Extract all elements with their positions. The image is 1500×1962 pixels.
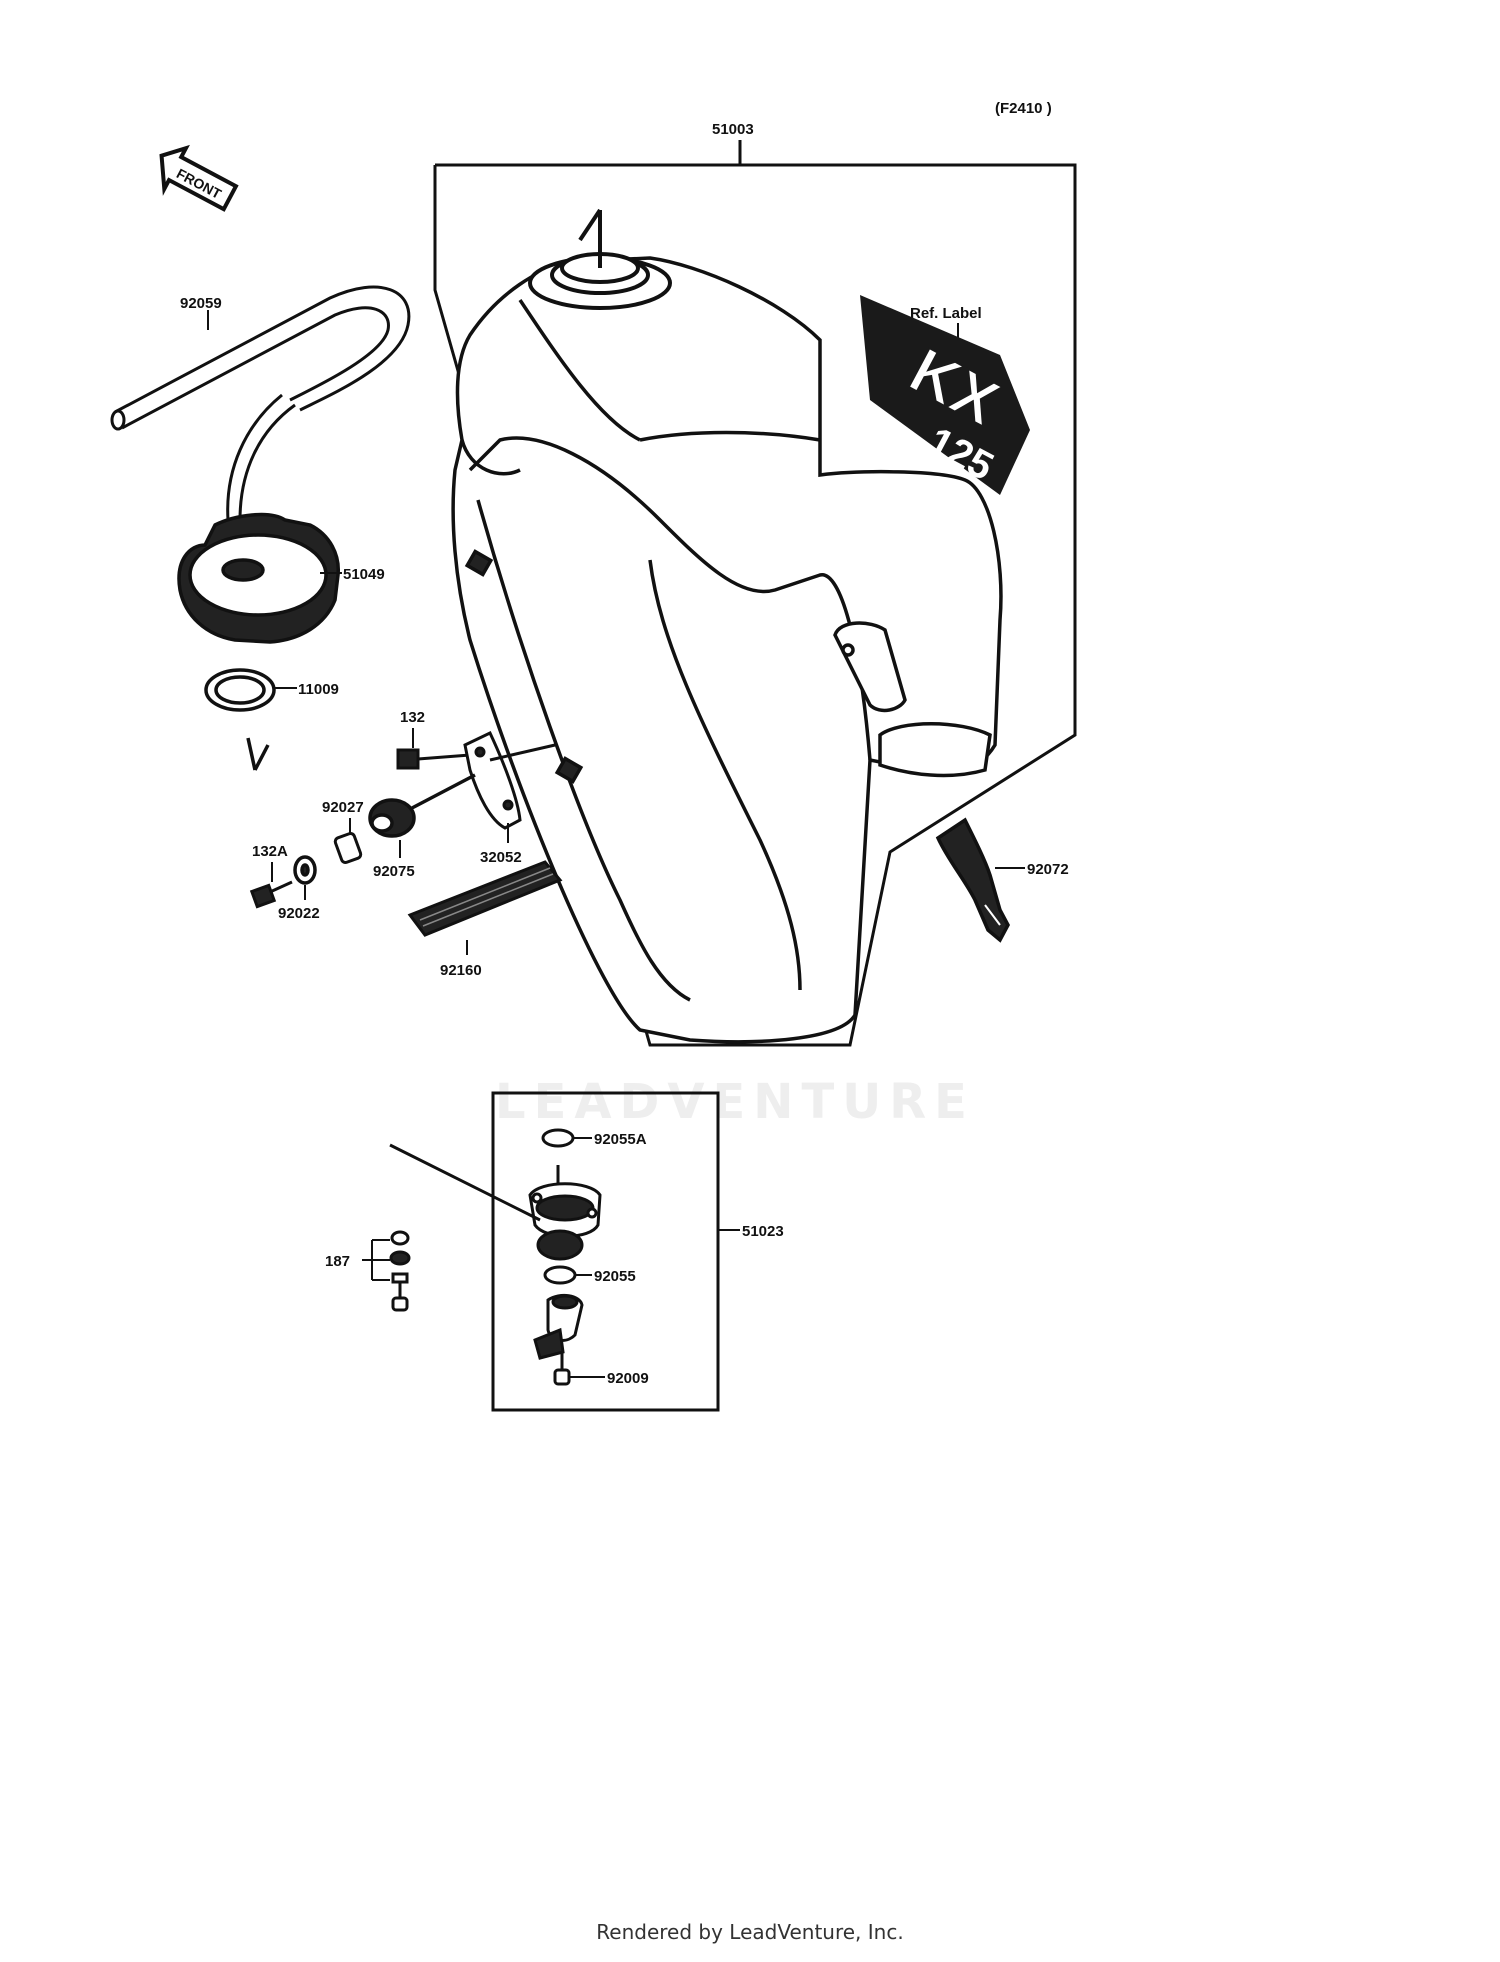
- strap-92072: [935, 817, 1010, 943]
- breather-hose: [110, 285, 411, 522]
- label-51003: 51003: [712, 121, 754, 138]
- pad-92160: [407, 860, 563, 937]
- label-92009: 92009: [607, 1370, 649, 1387]
- label-32052: 32052: [480, 849, 522, 866]
- bolt-132: [396, 748, 471, 770]
- label-51023: 51023: [742, 1223, 784, 1240]
- label-132: 132: [400, 709, 425, 726]
- screw-92009: [553, 1352, 571, 1386]
- oring-92055: [543, 1265, 577, 1285]
- label-92075: 92075: [373, 863, 415, 880]
- bracket-187: [362, 1239, 390, 1281]
- fuel-cock-body: [528, 1165, 602, 1261]
- oring-92055A: [541, 1128, 575, 1148]
- label-92059: 92059: [180, 295, 222, 312]
- fuel-cock-callout-frame: [491, 1091, 720, 1412]
- filler-neck: [528, 208, 672, 310]
- collar-92027: [333, 831, 363, 865]
- screws-187: [389, 1143, 541, 1312]
- bolt-132A: [249, 880, 293, 909]
- watermark: LEADVENTURE: [495, 1074, 975, 1130]
- fuel-cock-lever: [533, 1293, 584, 1360]
- label-92027: 92027: [322, 799, 364, 816]
- footer-credit: Rendered by LeadVenture, Inc.: [596, 1920, 904, 1944]
- bracket-32052: [463, 730, 556, 830]
- ref-label-text: Ref. Label: [910, 305, 982, 322]
- front-arrow-icon: FRONT: [159, 144, 239, 212]
- label-187: 187: [325, 1253, 350, 1270]
- diagram-code: (F2410 ): [995, 100, 1052, 117]
- damper-92075: [368, 773, 476, 838]
- label-92072: 92072: [1027, 861, 1069, 878]
- washer-92022: [293, 855, 317, 885]
- label-11009: 11009: [298, 681, 339, 698]
- label-92055: 92055: [594, 1268, 636, 1285]
- label-51049: 51049: [343, 566, 385, 583]
- label-92022: 92022: [278, 905, 320, 922]
- fuel-tank: [451, 256, 1003, 1044]
- fuel-cap: [177, 512, 340, 644]
- cap-gasket: [204, 668, 276, 771]
- label-92055A: 92055A: [594, 1131, 647, 1148]
- label-132A: 132A: [252, 843, 288, 860]
- kx125-decal: KX 125: [860, 295, 1030, 495]
- label-92160: 92160: [440, 962, 482, 979]
